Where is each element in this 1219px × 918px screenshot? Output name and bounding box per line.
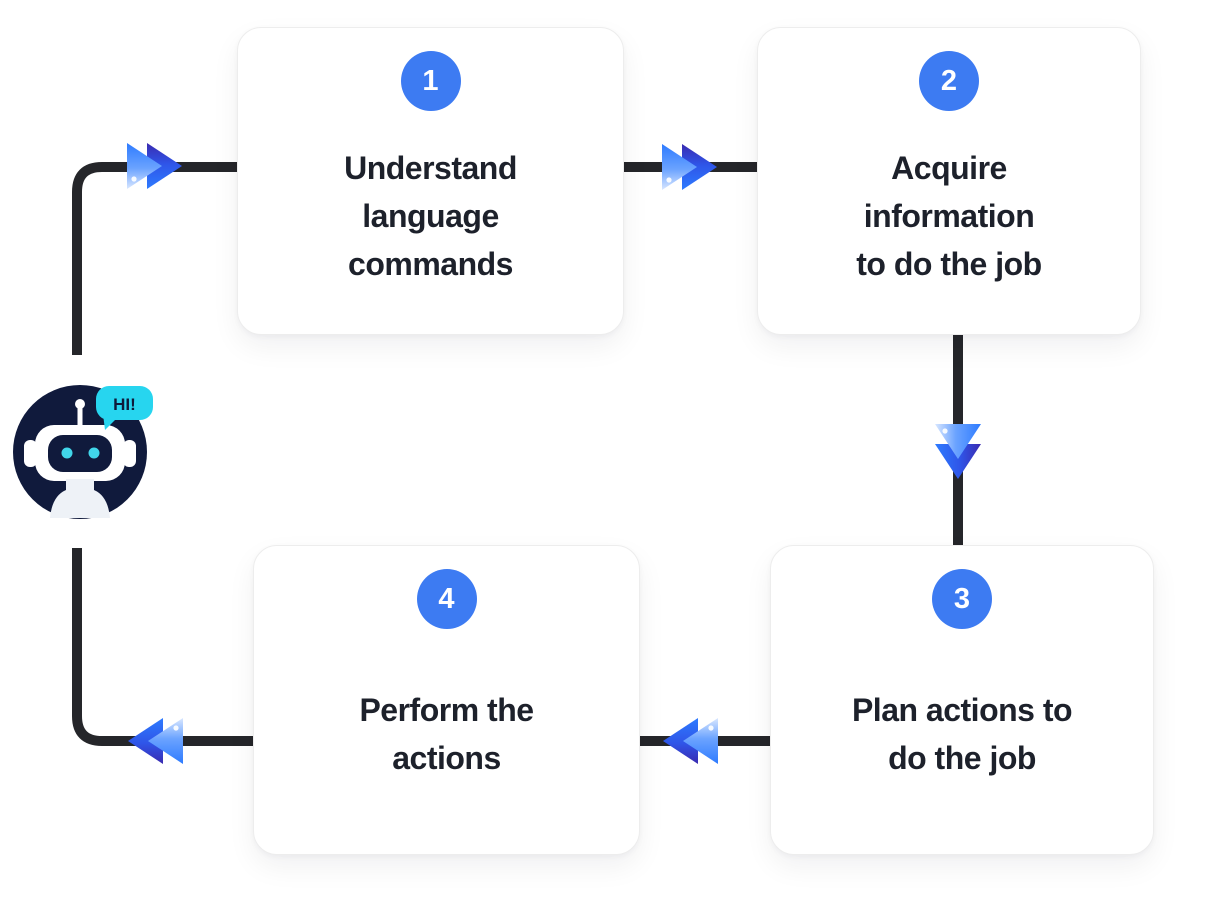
- step-card-3: 3 Plan actions to do the job: [770, 545, 1154, 855]
- speech-bubble: HI!: [96, 386, 153, 430]
- robot-ear-right: [123, 440, 136, 467]
- step-number-badge: 1: [400, 51, 461, 111]
- step-card-2: 2 Acquire information to do the job: [757, 27, 1141, 335]
- step-label: Perform the actions: [359, 692, 534, 776]
- robot-eye-left: [61, 447, 73, 459]
- step-number-badge: 4: [416, 569, 477, 629]
- robot-icon: HI!: [13, 385, 153, 519]
- robot-antenna: [77, 406, 83, 428]
- step-label: Plan actions to do the job: [851, 692, 1073, 776]
- connector-step4-to-robot: [72, 548, 253, 746]
- step-label: Acquire information to do the job: [856, 150, 1042, 282]
- fast-forward-down-icon: [935, 424, 981, 479]
- robot-eye-right: [88, 447, 100, 459]
- robot-body: [50, 479, 110, 518]
- fast-forward-right-icon: [127, 143, 182, 189]
- step-card-4: 4 Perform the actions: [253, 545, 640, 855]
- step-label: Understand language commands: [344, 150, 517, 282]
- step-number-badge: 3: [932, 569, 992, 629]
- fast-forward-right-icon: [662, 144, 717, 190]
- rewind-left-icon: [663, 718, 718, 764]
- speech-bubble-text: HI!: [113, 395, 136, 414]
- robot-antenna-ball: [75, 399, 85, 409]
- connector-robot-to-step1: [72, 162, 237, 355]
- rewind-left-icon: [128, 718, 183, 764]
- robot-visor: [48, 435, 112, 472]
- robot-ear-left: [24, 440, 37, 467]
- step-number-badge: 2: [919, 51, 979, 111]
- step-card-1: 1 Understand language commands: [237, 27, 624, 335]
